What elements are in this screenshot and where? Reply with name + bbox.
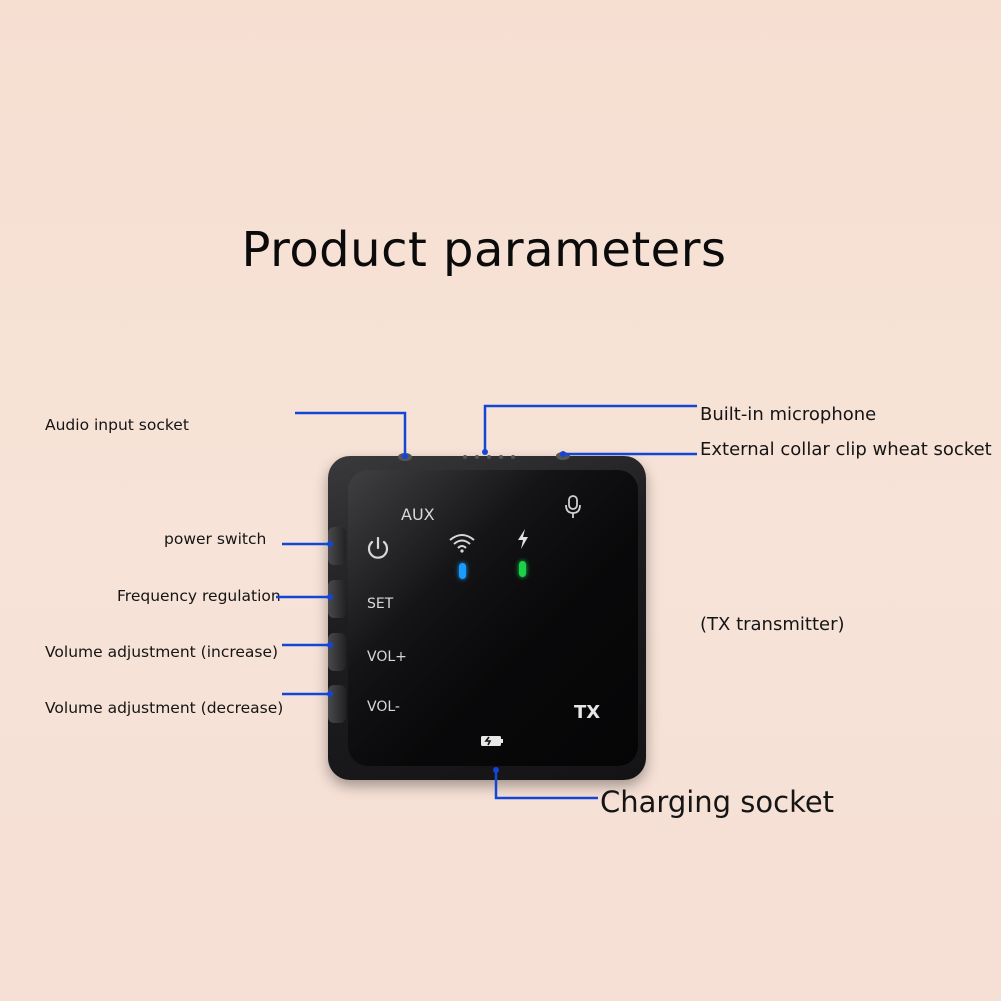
power-icon [367, 536, 389, 559]
label-audio-input-socket: Audio input socket [45, 416, 189, 434]
wifi-status-led [459, 563, 466, 579]
lightning-icon [518, 529, 528, 549]
label-charging-socket: Charging socket [600, 785, 835, 819]
label-collar-clip-socket: External collar clip wheat socket [700, 439, 992, 460]
label-tx-transmitter: (TX transmitter) [700, 614, 845, 635]
vol-minus-label: VOL- [367, 699, 400, 715]
battery-icon [481, 736, 503, 746]
aux-label: AUX [401, 505, 435, 524]
wifi-icon [449, 534, 475, 553]
vol-plus-label: VOL+ [367, 649, 407, 665]
label-built-in-microphone: Built-in microphone [700, 404, 877, 425]
set-side-button[interactable] [328, 580, 346, 618]
microphone-icon [565, 495, 581, 518]
label-volume-decrease: Volume adjustment (decrease) [45, 699, 284, 717]
label-frequency-regulation: Frequency regulation [117, 587, 281, 605]
device-face [348, 470, 638, 766]
page-title: Product parameters [241, 222, 727, 278]
tx-label: TX [574, 702, 601, 723]
microphone-holes [463, 455, 515, 459]
vol-up-side-button[interactable] [328, 633, 346, 671]
label-power-switch: power switch [164, 530, 267, 548]
label-volume-increase: Volume adjustment (increase) [45, 643, 279, 661]
power-status-led [519, 561, 526, 577]
set-label: SET [367, 596, 394, 612]
power-side-button[interactable] [328, 527, 346, 565]
